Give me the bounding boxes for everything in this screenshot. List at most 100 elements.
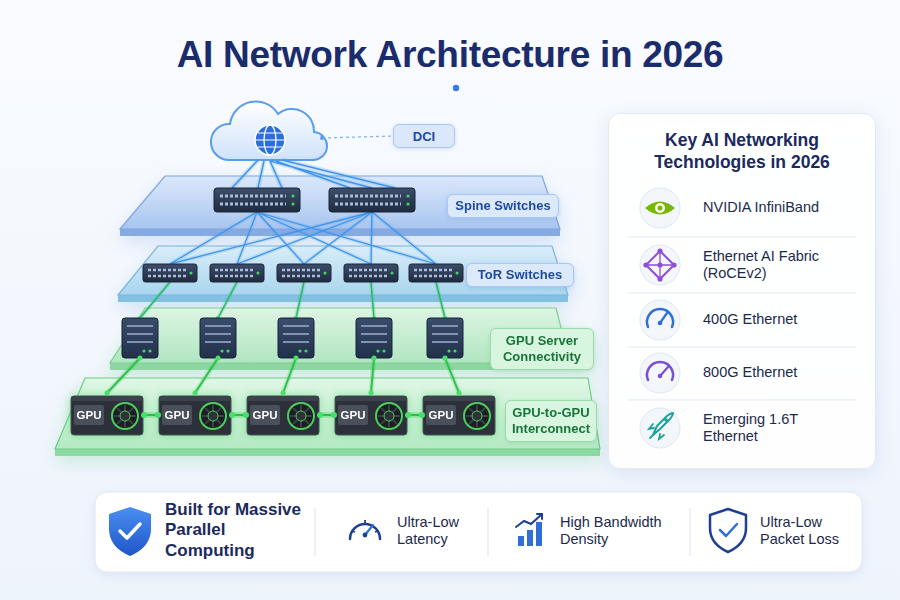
gpu-server <box>453 349 456 352</box>
latency-gauge-icon <box>363 533 368 538</box>
gpu-card-edge <box>335 396 407 401</box>
speed-gauge-icon <box>660 367 668 376</box>
tor-switch <box>349 275 387 278</box>
gpu-fan-blades <box>114 405 136 427</box>
link-dot <box>331 412 337 418</box>
gpu-fan-blades <box>290 405 312 427</box>
wire-dots <box>105 391 110 396</box>
layer-label: GPU Server Connectivity <box>490 328 594 370</box>
tor-switch <box>210 264 264 282</box>
gpu-server <box>127 326 153 342</box>
gpu-card-plate <box>338 405 368 425</box>
tor-switch <box>344 264 398 282</box>
title-underline <box>100 87 800 89</box>
tech-panel: Key AI Networking Technologies in 2026 <box>608 113 876 469</box>
gpu-server <box>361 326 387 342</box>
bandwidth-chart-icon <box>518 536 524 546</box>
bandwidth-chart-icon <box>527 530 533 546</box>
latency-gauge-icon <box>350 520 380 539</box>
gpu-link-glow <box>232 412 246 418</box>
layer-plane-side <box>118 295 568 302</box>
spine-switch <box>291 202 294 205</box>
panel-separators <box>628 237 856 238</box>
gpu-card-body <box>71 396 143 435</box>
link-dot <box>405 412 411 418</box>
gpu-server <box>376 349 379 352</box>
leader-line <box>322 136 393 138</box>
leader-line <box>320 136 324 140</box>
shield-outline-icon <box>710 509 746 552</box>
spine-switch <box>335 195 401 198</box>
gpu-card-body <box>247 396 319 435</box>
gpu-server <box>382 349 385 352</box>
tor-switch <box>344 264 398 282</box>
gpu-fan-hub <box>296 411 306 421</box>
wire-dots <box>216 316 220 320</box>
gpu-fan <box>464 403 490 429</box>
bandwidth-chart-icon <box>536 522 542 546</box>
gpu-card-body <box>423 396 495 435</box>
layer-label: Spine Switches <box>447 194 559 218</box>
shield-icon <box>109 507 151 556</box>
link-dot <box>317 412 323 418</box>
link-dot <box>141 412 147 418</box>
feature-item: Ultra-Low Packet Loss <box>760 514 855 549</box>
gpu-server <box>283 326 309 342</box>
gpu-card-plate <box>250 405 280 425</box>
gpu-card-body <box>159 396 231 435</box>
fabric-icon <box>657 276 662 281</box>
gpu-server <box>122 318 158 358</box>
gpu-card: GPU <box>158 393 232 437</box>
link-dot <box>243 412 249 418</box>
spine-tor-wires <box>170 212 436 264</box>
server-gpu-wires <box>107 358 459 393</box>
tor-switch <box>257 272 260 275</box>
tor-switch <box>391 272 394 275</box>
network-layer: ToR Switches <box>118 246 568 302</box>
server-gpu-wires <box>107 358 459 393</box>
spine-tor-wires <box>170 212 436 264</box>
rocket-icon <box>664 418 668 422</box>
nvidia-icon <box>640 188 680 228</box>
gpu-link-glow <box>144 412 158 418</box>
spine-tor-wires <box>170 212 436 264</box>
network-layer: GPU Server Connectivity <box>110 308 570 370</box>
gpu-card-plate <box>162 405 192 425</box>
gpu-server <box>226 349 229 352</box>
wire-dots <box>138 316 142 320</box>
gpu-server <box>278 318 314 358</box>
wire-dots <box>457 391 462 396</box>
wire-dots <box>193 391 198 396</box>
wire-dots <box>105 356 462 396</box>
wire-dots <box>443 316 447 320</box>
tor-server-wires <box>140 282 445 318</box>
gpu-server <box>356 318 392 358</box>
gpu-server <box>122 318 158 358</box>
gpu-label: GPU <box>426 405 456 425</box>
dci-uplink-wires <box>232 160 395 188</box>
bandwidth-chart-icon <box>537 514 542 519</box>
server-gpu-wires <box>107 358 459 393</box>
gpu-card: GPU <box>70 393 144 437</box>
dci-uplink-wires <box>232 160 395 188</box>
network-layer: Spine Switches <box>120 176 560 236</box>
gpu-link-line <box>408 414 422 416</box>
layer-plane-top <box>55 378 600 449</box>
gpu-server <box>356 318 392 358</box>
feature-separators <box>315 508 690 556</box>
tor-server-wires <box>140 282 445 318</box>
layer-plane-top <box>120 176 560 229</box>
layer-plane-side <box>120 229 560 236</box>
dci-uplink-wires <box>232 160 395 188</box>
latency-gauge-icon <box>350 524 380 539</box>
gpu-label: GPU <box>338 405 368 425</box>
fabric-icon <box>671 262 676 267</box>
nvidia-icon <box>655 203 665 213</box>
gpu-fan <box>112 403 138 429</box>
spine-switch <box>214 188 300 212</box>
fabric-icon <box>646 251 674 279</box>
bandwidth-chart-icon <box>516 514 542 527</box>
feature-separators <box>488 508 489 556</box>
tor-switch <box>456 272 459 275</box>
gpu-fan-hub <box>472 411 482 421</box>
